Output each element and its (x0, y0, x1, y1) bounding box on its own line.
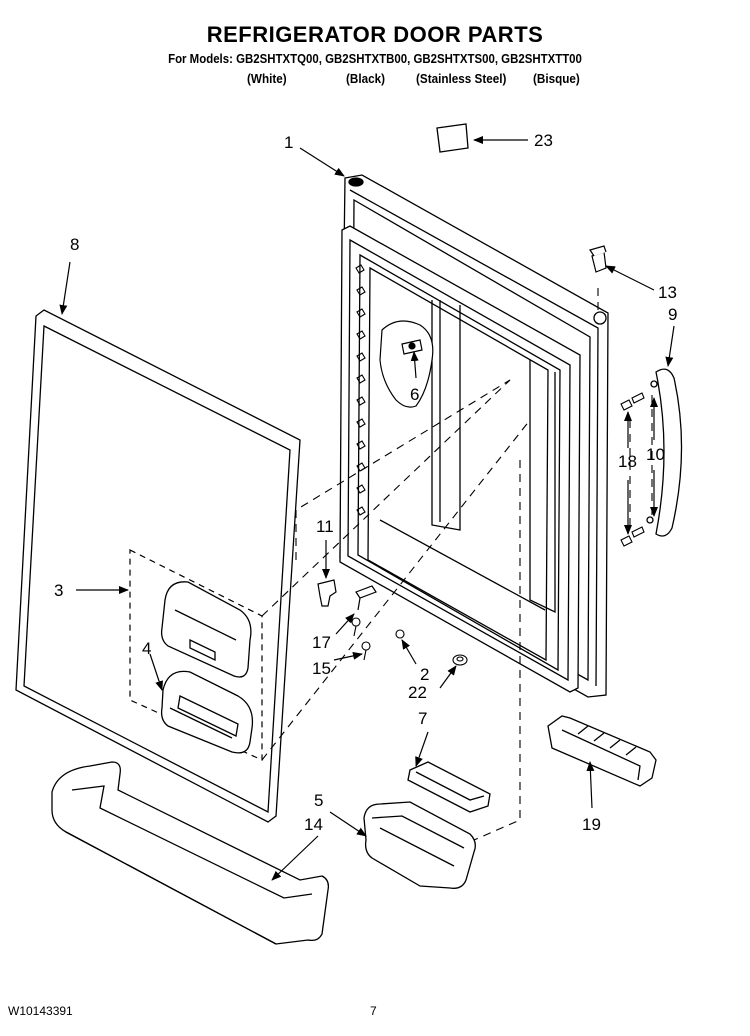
part-13-plug (589, 245, 607, 273)
frame-dimples (355, 264, 366, 516)
callout-15: 15 (312, 659, 331, 678)
part-11-bushing (317, 579, 337, 607)
callout-19: 19 (582, 815, 601, 834)
finish-white: (White) (247, 71, 287, 86)
part-1-door-frame (339, 174, 609, 698)
callout-18: 18 (618, 452, 637, 471)
callout-9: 9 (668, 305, 677, 324)
part-4-tray-lower (160, 670, 254, 754)
part-7-bin-lid (407, 761, 491, 813)
callout-13: 13 (658, 283, 677, 302)
callout-2: 2 (420, 665, 429, 684)
finish-bisque: (Bisque) (533, 71, 580, 86)
part-8-door-panel (15, 309, 301, 823)
callout-8: 8 (70, 235, 79, 254)
part-19-shelf (547, 715, 657, 787)
parts-10-18-screws (620, 392, 645, 547)
part-5-small-bin (363, 801, 476, 889)
part-23-label (436, 123, 469, 153)
callout-17: 17 (312, 633, 331, 652)
callout-3: 3 (54, 581, 63, 600)
callout-23: 23 (534, 131, 553, 150)
callout-7: 7 (418, 709, 427, 728)
finish-stainless: (Stainless Steel) (416, 71, 507, 86)
finish-black: (Black) (346, 71, 386, 86)
callout-1: 1 (284, 133, 293, 152)
callout-6: 6 (410, 385, 419, 404)
page-number: 7 (370, 1004, 377, 1018)
callout-14: 14 (304, 815, 323, 834)
models-line: For Models: GB2SHTXTQ00, GB2SHTXTB00, GB… (168, 51, 582, 66)
callout-22: 22 (408, 683, 427, 702)
part-14-door-bin (51, 761, 330, 945)
callout-10: 10 (646, 445, 665, 464)
assembly-lines (261, 288, 653, 841)
part-4-cover-upper (160, 581, 252, 678)
part-22-washer (452, 654, 468, 666)
part-6-bracket (379, 320, 434, 408)
callout-11: 11 (316, 517, 334, 536)
leader-lines (59, 136, 675, 881)
page-title: REFRIGERATOR DOOR PARTS (206, 22, 544, 47)
callout-5: 5 (314, 791, 323, 810)
part-17-hinge-pin (355, 585, 377, 611)
doc-number: W10143391 (8, 1004, 73, 1018)
part-2-pin (395, 629, 405, 639)
part-9-handle (646, 368, 683, 537)
callout-4: 4 (142, 639, 151, 658)
